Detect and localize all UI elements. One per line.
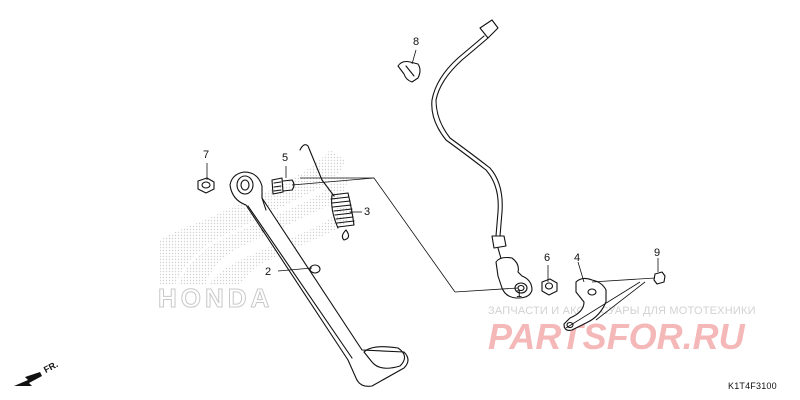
clip-8 — [397, 60, 421, 83]
leader-lines — [206, 49, 659, 329]
pivot-bolt — [271, 177, 295, 195]
callout-2: 2 — [265, 266, 272, 278]
nut-7 — [197, 177, 215, 194]
bracket-4 — [563, 277, 607, 331]
front-arrow-icon — [14, 372, 42, 386]
callout-3: 3 — [364, 206, 371, 218]
side-stand-switch — [431, 19, 533, 299]
spring — [299, 144, 355, 241]
nut-6 — [541, 278, 558, 296]
honda-wordmark: HONDA — [157, 283, 274, 314]
callout-5: 5 — [282, 152, 289, 164]
callout-9: 9 — [654, 247, 661, 259]
diagram-code: K1T4F3100 — [728, 381, 777, 391]
side-stand — [229, 171, 409, 387]
bolt-9 — [653, 271, 666, 285]
callout-8: 8 — [413, 36, 420, 48]
callout-7: 7 — [203, 149, 210, 161]
callout-1: 1 — [516, 288, 523, 300]
callout-4: 4 — [574, 252, 581, 264]
watermark-brand: PARTSFOR.RU — [488, 316, 745, 357]
callout-6: 6 — [544, 252, 551, 264]
watermark-subtitle: ЗАПЧАСТИ И АКСЕССУАРЫ ДЛЯ МОТОТЕХНИКИ — [488, 305, 756, 317]
